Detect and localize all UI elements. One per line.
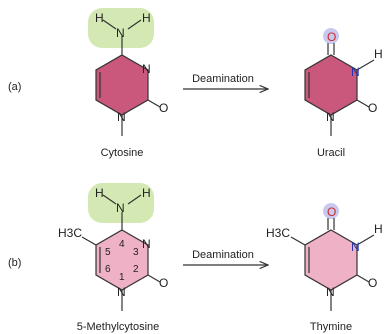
panel-b-label: (b) <box>8 257 21 269</box>
ring-n-right: N <box>351 240 360 254</box>
carbonyl-o: O <box>368 276 377 290</box>
amino-group-highlight <box>88 183 154 223</box>
amino-h-right: H <box>142 186 151 200</box>
oxygen-highlight <box>323 28 339 44</box>
deamination-arrow-a: Deamination <box>183 73 268 89</box>
panel-a: (a) H N H N N O Cytosine Deamination <box>8 8 383 159</box>
amino-n: N <box>116 201 125 215</box>
ring-number-3: 3 <box>133 247 139 258</box>
thymine-ring <box>305 230 357 290</box>
methyl-group: H3C <box>58 226 82 240</box>
n-h: H <box>374 47 383 61</box>
top-o: O <box>327 30 336 44</box>
thymine-molecule: O H3C N H N O Thymine <box>266 203 383 333</box>
panel-b: (b) H N H H3C N N O 1 2 3 4 5 6 5-M <box>8 183 383 333</box>
ring-n-right: N <box>142 237 151 251</box>
deamination-arrow-b: Deamination <box>183 249 268 265</box>
ring-number-2: 2 <box>133 264 139 275</box>
methyl-group: H3C <box>266 226 290 240</box>
n-h: H <box>374 222 383 236</box>
ring-n-bottom: N <box>117 285 126 299</box>
cytosine-label: Cytosine <box>101 147 144 159</box>
carbonyl-o: O <box>159 101 168 115</box>
amino-h-left: H <box>95 11 104 25</box>
ring-number-4: 4 <box>119 239 125 250</box>
ring-n-bottom: N <box>117 110 126 124</box>
uracil-label: Uracil <box>317 147 345 159</box>
amino-group-highlight <box>88 8 154 48</box>
carbonyl-o: O <box>368 101 377 115</box>
5-methylcytosine-label: 5-Methylcytosine <box>77 321 160 333</box>
ring-n-bottom: N <box>326 285 335 299</box>
amino-h-left: H <box>95 186 104 200</box>
thymine-label: Thymine <box>310 321 352 333</box>
ring-n-right: N <box>142 62 151 76</box>
carbonyl-o: O <box>159 276 168 290</box>
amino-h-right: H <box>142 11 151 25</box>
5-methylcytosine-molecule: H N H H3C N N O 1 2 3 4 5 6 5-Methylcyto… <box>58 183 168 333</box>
ring-n-right: N <box>351 65 360 79</box>
ring-number-5: 5 <box>105 247 111 258</box>
arrow-label: Deamination <box>192 249 254 261</box>
cytosine-ring <box>96 55 148 115</box>
uracil-molecule: O N H N O Uracil <box>304 28 383 159</box>
cytosine-molecule: H N H N N O Cytosine <box>88 8 168 159</box>
amino-n: N <box>116 26 125 40</box>
oxygen-highlight <box>323 203 339 219</box>
ring-n-bottom: N <box>326 110 335 124</box>
uracil-ring <box>305 55 357 115</box>
top-o: O <box>327 205 336 219</box>
5-methylcytosine-ring <box>96 230 148 290</box>
arrow-label: Deamination <box>192 73 254 85</box>
panel-a-label: (a) <box>8 81 21 93</box>
ring-number-1: 1 <box>119 272 125 283</box>
ring-number-6: 6 <box>105 264 111 275</box>
